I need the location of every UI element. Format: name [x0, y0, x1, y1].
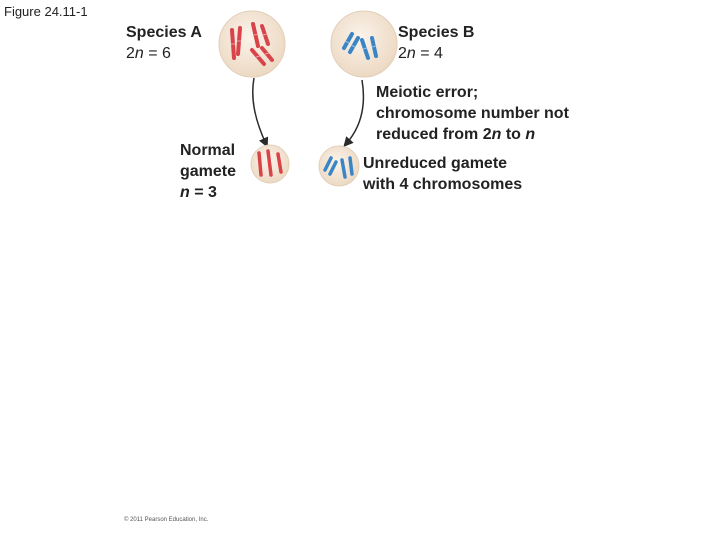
chromosome: [348, 156, 354, 176]
chromosome: [257, 151, 263, 177]
arrow-species-b-to-gamete: [343, 79, 365, 147]
normal-gamete-cell: [250, 144, 290, 184]
normal-gamete-label: Normal gamete n = 3: [180, 142, 237, 201]
chromosome: [276, 152, 283, 174]
arrow-species-a-to-gamete: [251, 77, 269, 148]
meiotic-error-label: Meiotic error; chromosome number not red…: [376, 84, 569, 143]
chromosome: [323, 156, 333, 172]
unreduced-gamete-cell: [318, 145, 360, 187]
species-b-label: Species B 2n = 4: [398, 24, 475, 62]
chromosome: [348, 36, 360, 54]
chromosome: [266, 149, 273, 177]
copyright-notice: © 2011 Pearson Education, Inc.: [124, 517, 209, 523]
figure-label: Figure 24.11-1: [4, 4, 88, 19]
species-b-cell: [330, 10, 398, 78]
chromosome: [340, 158, 347, 179]
chromosome: [342, 32, 354, 50]
species-a-cell: [218, 10, 286, 78]
unreduced-gamete-label: Unreduced gamete with 4 chromosomes: [363, 155, 523, 193]
species-a-label: Species A 2n = 6: [126, 24, 202, 62]
chromosome: [328, 160, 338, 176]
